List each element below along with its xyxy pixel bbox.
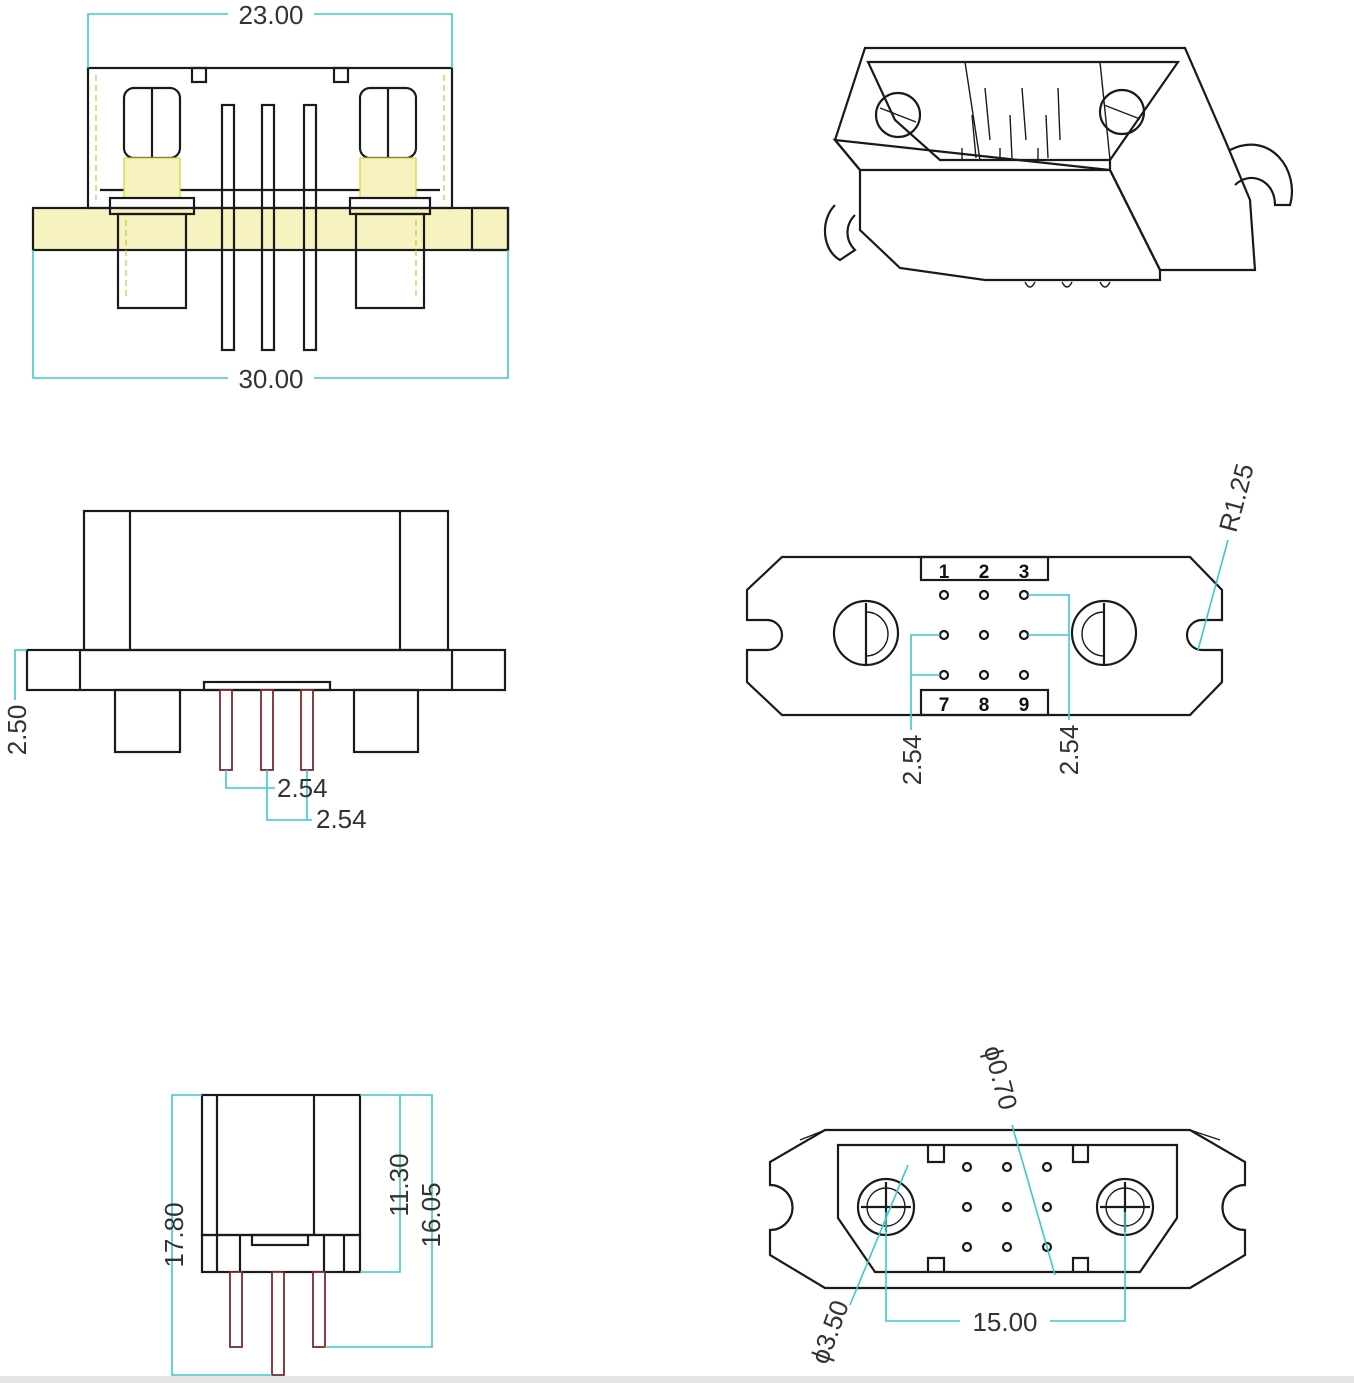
dim-width-23: 23.00	[238, 0, 303, 30]
pin	[302, 103, 318, 352]
end-view: 17.80 11.30 16.05	[159, 1093, 446, 1376]
flange-section	[32, 207, 509, 251]
side-view: 2.50 2.54 2.54	[2, 509, 507, 834]
dim-pitch-2-54-b: 2.54	[316, 804, 367, 834]
dim-screw-diameter: ϕ3.50	[804, 1296, 854, 1368]
pin	[300, 689, 314, 771]
pin-label-8: 8	[979, 695, 990, 716]
pin-label-2: 2	[979, 562, 990, 583]
dim-pin-diameter: ϕ0.70	[978, 1042, 1024, 1113]
pin-label-9: 9	[1019, 695, 1030, 716]
front-view: 15.00 ϕ3.50 ϕ0.70	[768, 1042, 1247, 1368]
dim-pitch-right: 2.54	[1054, 725, 1084, 776]
pin	[219, 689, 233, 771]
pin	[260, 689, 274, 771]
pin-holes	[961, 1161, 1053, 1253]
pin	[312, 1271, 326, 1348]
bottom-border	[0, 1376, 1354, 1383]
dim-height-11-30: 11.30	[384, 1153, 414, 1216]
pin	[220, 103, 236, 352]
dim-flange-2-50: 2.50	[2, 705, 32, 756]
pin-label-1: 1	[939, 562, 950, 583]
pin-label-3: 3	[1019, 562, 1030, 583]
dim-pitch-2-54-a: 2.54	[277, 773, 328, 803]
pin-layout-view: 1 2 3 7 8 9 2.54 2.54 R1.25	[745, 460, 1260, 786]
dim-radius: R1.25	[1213, 460, 1260, 535]
pin	[260, 103, 276, 352]
isometric-view	[823, 46, 1293, 288]
dim-width-30: 30.00	[238, 364, 303, 394]
dim-pitch-left: 2.54	[897, 735, 927, 786]
pin-holes	[938, 589, 1030, 681]
pin-label-7: 7	[939, 695, 950, 716]
pin	[229, 1271, 243, 1348]
dim-height-16-05: 16.05	[416, 1182, 446, 1247]
dim-height-17-80: 17.80	[159, 1202, 189, 1267]
top-view: 23.00 30.00	[31, 0, 510, 394]
pin	[271, 1271, 285, 1376]
dim-screw-spacing: 15.00	[972, 1307, 1037, 1337]
